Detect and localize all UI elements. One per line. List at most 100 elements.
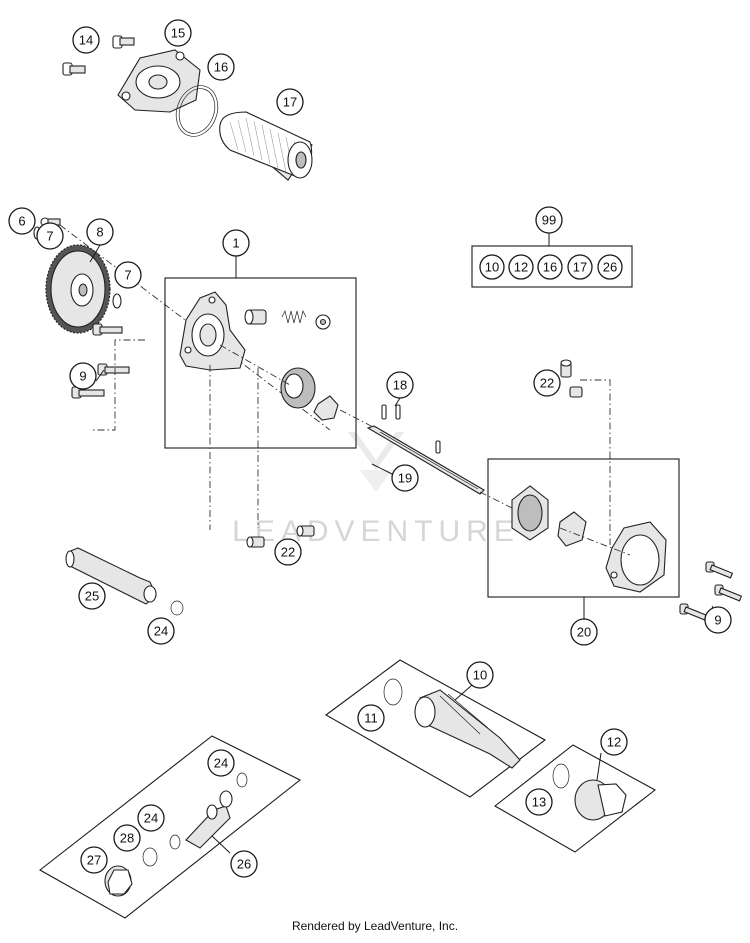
callout-18: 18: [386, 371, 414, 399]
svg-text:12: 12: [607, 735, 621, 750]
filter-cover-screw: [62, 35, 135, 76]
drive-gear: [45, 244, 111, 334]
valve-plug: [315, 314, 331, 330]
o-ring: [170, 600, 184, 616]
callout-27: 27: [80, 846, 108, 874]
callout-13: 13: [525, 788, 553, 816]
svg-text:25: 25: [85, 589, 99, 604]
kit-item-26: 26: [597, 254, 623, 280]
svg-text:8: 8: [96, 225, 103, 240]
svg-text:26: 26: [237, 857, 251, 872]
svg-text:14: 14: [79, 33, 93, 48]
valve-spring: [281, 309, 307, 324]
washer: [112, 293, 122, 309]
callout-19: 19: [391, 464, 419, 492]
bushing: [246, 525, 315, 548]
kit-item-12: 12: [508, 254, 534, 280]
filter-cover: [117, 49, 201, 113]
callout-20: 20: [570, 618, 598, 646]
svg-text:12: 12: [514, 260, 528, 275]
callout-12: 12: [600, 728, 628, 756]
plate-frame-12: [494, 744, 656, 853]
callout-99: 99: [535, 206, 563, 234]
credit-text: Rendered by LeadVenture, Inc.: [291, 919, 459, 933]
kit-item-16: 16: [537, 254, 563, 280]
pump-rotor-inner: [313, 395, 339, 421]
callout-22: 22: [274, 538, 302, 566]
svg-text:7: 7: [124, 268, 131, 283]
oil-filter: [219, 111, 313, 181]
plate-frame-10: [324, 659, 547, 798]
callout-26: 26: [230, 850, 258, 878]
callout-24: 24: [207, 749, 235, 777]
svg-text:24: 24: [154, 624, 168, 639]
oil-nozzle: [65, 547, 157, 605]
svg-text:26: 26: [603, 260, 617, 275]
dowel-pins: [381, 404, 441, 454]
svg-text:24: 24: [214, 756, 228, 771]
callout-22: 22: [533, 369, 561, 397]
svg-text:11: 11: [364, 711, 378, 726]
svg-text:16: 16: [214, 60, 228, 75]
callout-9: 9: [69, 362, 97, 390]
kit-item-10: 10: [479, 254, 505, 280]
scavenge-cover: [605, 521, 667, 593]
pump-screws: [71, 323, 130, 399]
callout-8: 8: [86, 218, 114, 246]
o-ring: [142, 847, 158, 867]
callout-14: 14: [72, 26, 100, 54]
svg-text:9: 9: [714, 613, 721, 628]
plate-frame-26: [39, 735, 302, 919]
svg-text:24: 24: [144, 811, 158, 826]
svg-text:15: 15: [171, 26, 185, 41]
callout-25: 25: [78, 582, 106, 610]
svg-text:7: 7: [46, 229, 53, 244]
svg-text:17: 17: [573, 260, 587, 275]
svg-text:6: 6: [18, 214, 25, 229]
o-ring: [383, 678, 403, 706]
callout-24: 24: [147, 617, 175, 645]
pump-shaft: [366, 425, 485, 495]
callout-17: 17: [276, 88, 304, 116]
svg-text:17: 17: [283, 95, 297, 110]
screw-plug: [574, 779, 627, 821]
svg-text:1: 1: [232, 236, 239, 251]
kit-item-17: 17: [567, 254, 593, 280]
svg-text:10: 10: [473, 668, 487, 683]
callout-6: 6: [8, 207, 36, 235]
oil-pump-housing: [179, 291, 246, 371]
callout-7: 7: [36, 222, 64, 250]
callout-16: 16: [207, 53, 235, 81]
watermark-text: LEADVENTURE: [232, 515, 520, 548]
o-ring: [169, 772, 248, 850]
bypass-valve: [185, 790, 233, 849]
svg-text:19: 19: [398, 471, 412, 486]
callout-11: 11: [357, 704, 385, 732]
pump-rotor-outer: [280, 367, 316, 409]
svg-text:18: 18: [393, 378, 407, 393]
svg-text:10: 10: [485, 260, 499, 275]
valve-piston: [244, 309, 267, 325]
scavenge-rotor-outer: [511, 485, 549, 541]
svg-text:9: 9: [79, 369, 86, 384]
callout-24: 24: [137, 804, 165, 832]
callout-9: 9: [704, 606, 732, 634]
filter-o-ring: [175, 85, 219, 137]
o-ring: [552, 763, 570, 789]
valve-plug: [104, 865, 133, 897]
oil-pump-frame: [164, 277, 357, 449]
callout-10: 10: [466, 661, 494, 689]
svg-text:13: 13: [532, 795, 546, 810]
callout-7: 7: [114, 261, 142, 289]
filter-screen: [414, 689, 521, 769]
callout-1: 1: [222, 229, 250, 257]
svg-text:20: 20: [577, 625, 591, 640]
scavenge-rotor-inner: [557, 511, 587, 547]
bushing: [560, 359, 583, 398]
kit-frame: [471, 245, 633, 288]
svg-text:16: 16: [543, 260, 557, 275]
svg-text:28: 28: [120, 831, 134, 846]
svg-text:99: 99: [542, 213, 556, 228]
cover-screws: [679, 561, 743, 621]
